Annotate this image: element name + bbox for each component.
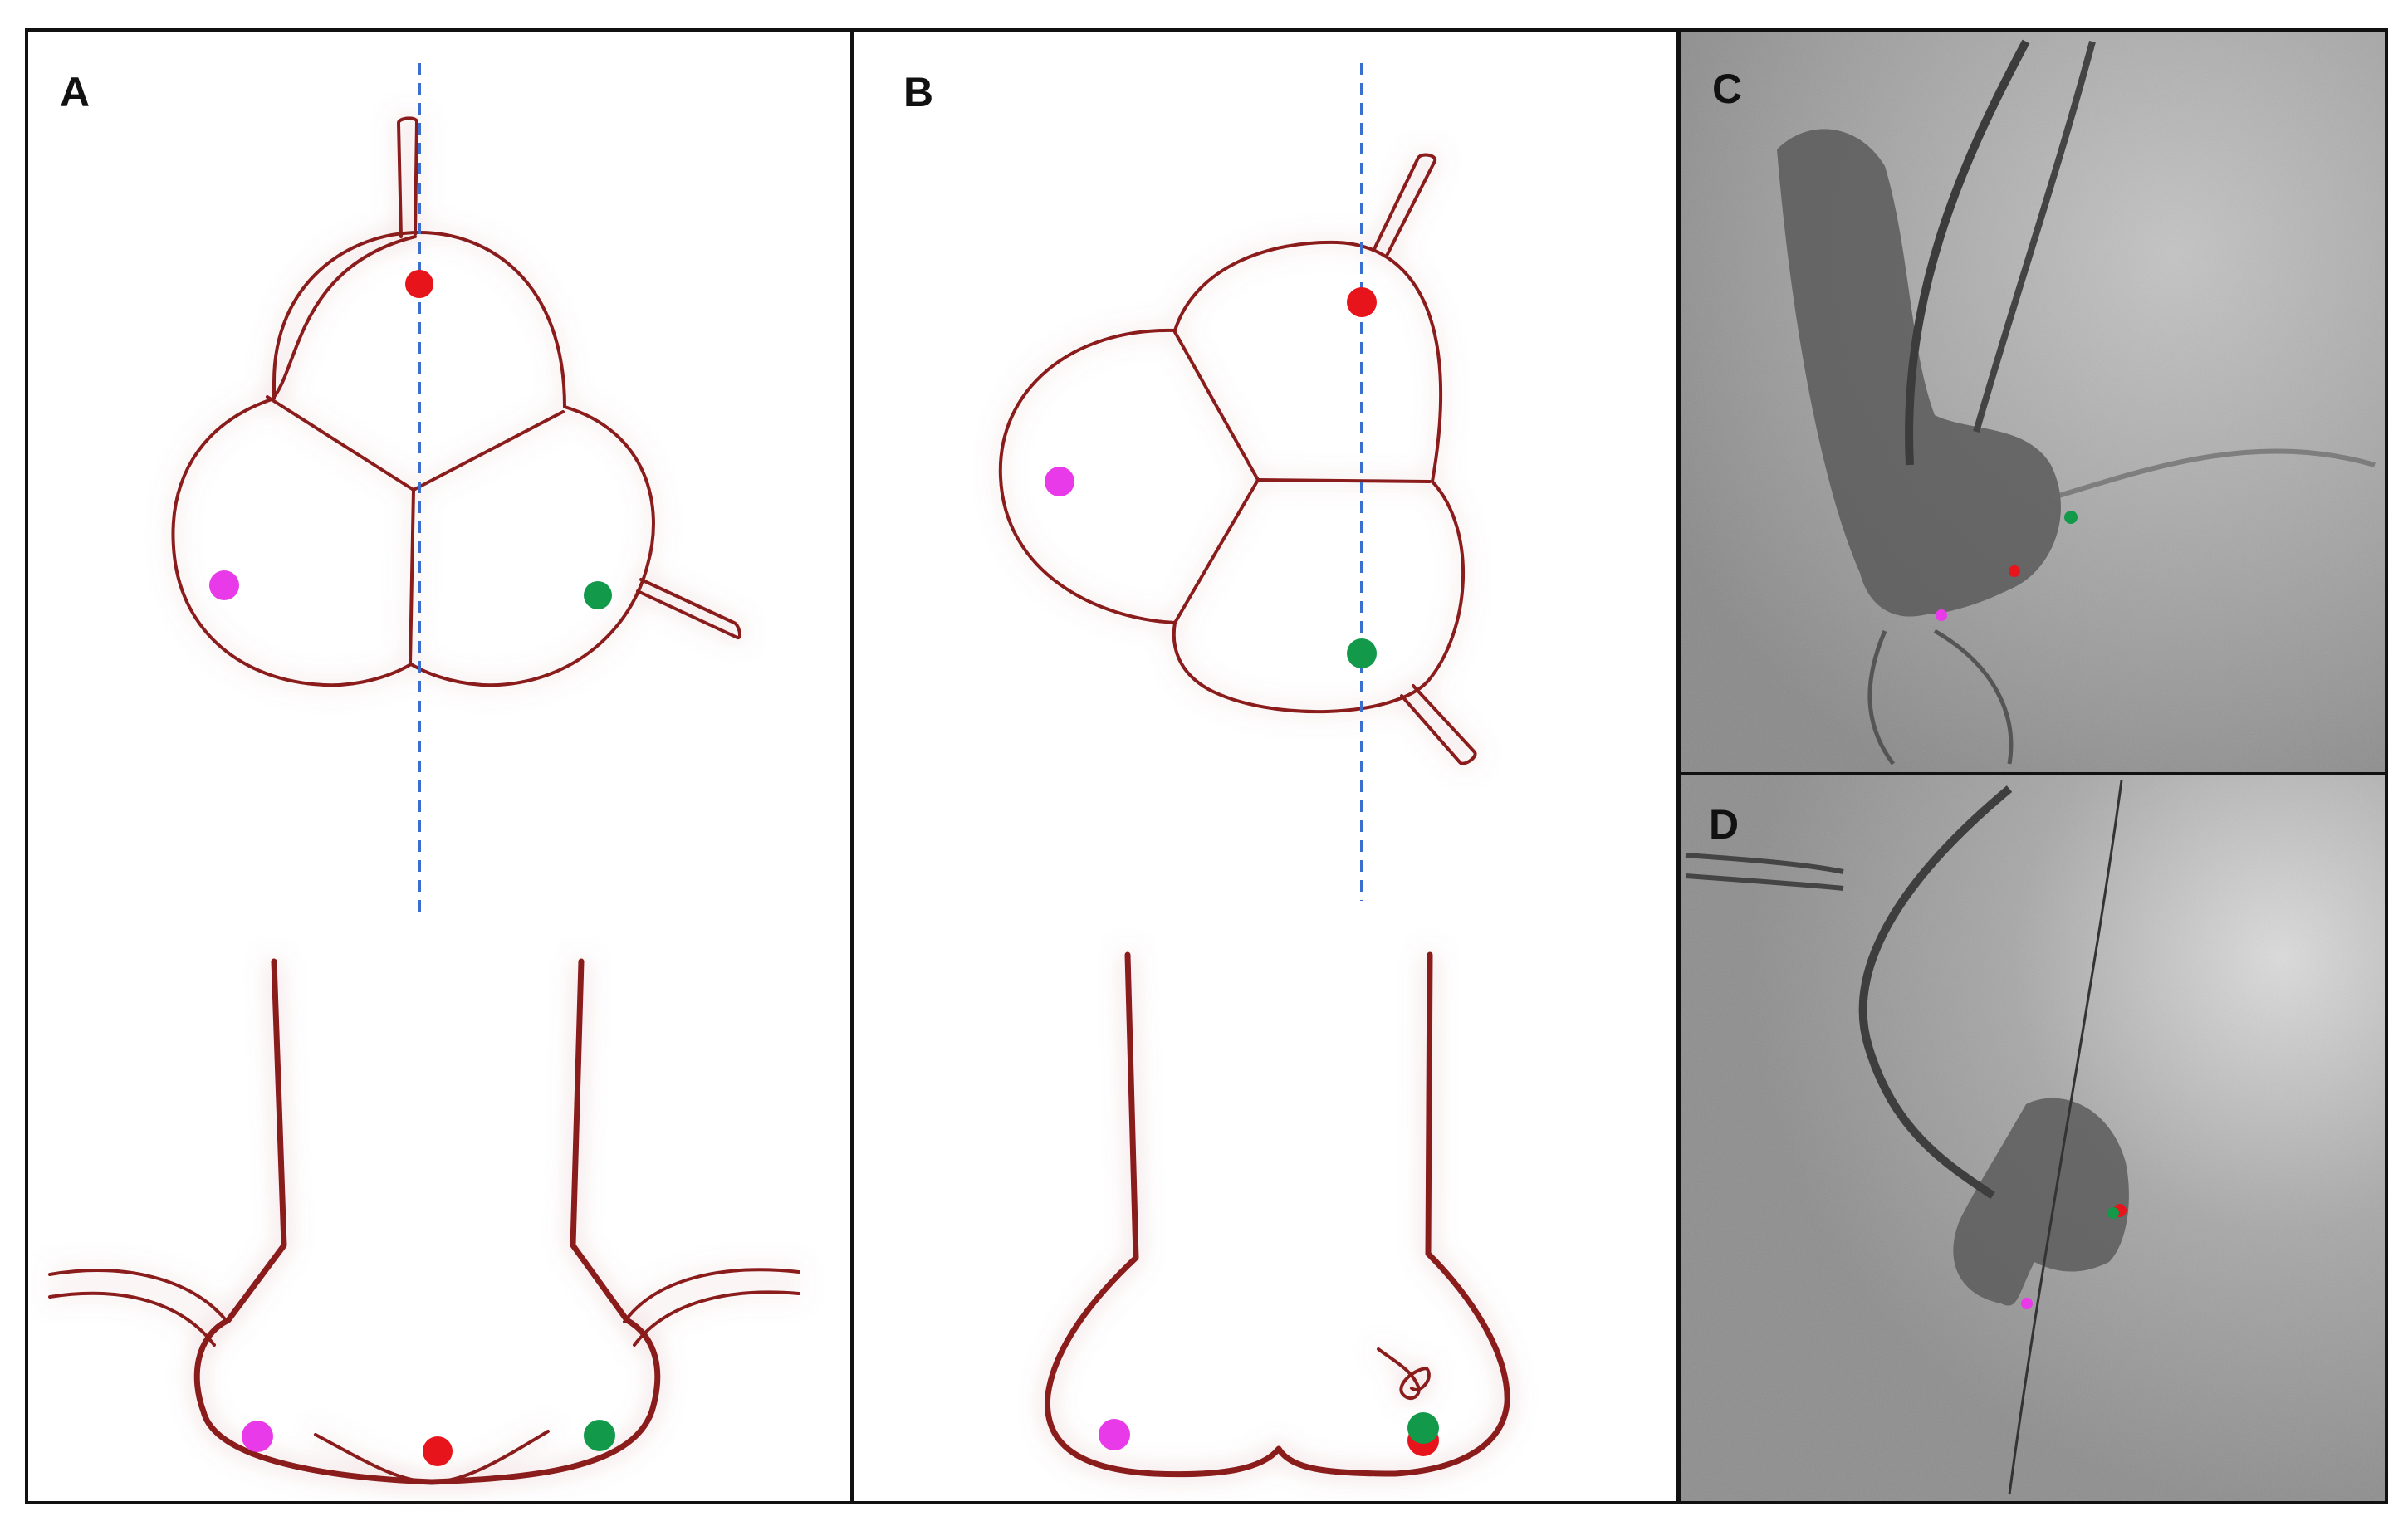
panel-a-left-coronary-branch	[48, 1269, 228, 1347]
panel-a-valve-outline	[171, 231, 655, 687]
panel-c-catheter-2	[1973, 40, 2096, 433]
panel-d-catheter	[1858, 785, 2013, 1200]
panel-b-commissure-right	[1256, 478, 1432, 483]
panel-a-valve-top-view	[171, 116, 741, 687]
panel-d-label: D	[1709, 801, 1739, 848]
panel-c-marker-green	[2064, 511, 2078, 524]
panel-b-commissure-lower	[1173, 478, 1260, 624]
panel-a-side-marker-red	[423, 1436, 453, 1466]
panel-a-side-marker-magenta	[242, 1421, 273, 1452]
panel-b-marker-red	[1347, 287, 1377, 317]
panel-a-marker-green	[584, 581, 612, 609]
panel-c-marker-magenta	[1936, 609, 1947, 621]
panel-b-marker-magenta	[1045, 467, 1074, 496]
panel-c-lower-loop	[1867, 628, 2014, 765]
panel-c-catheter-1	[1905, 39, 2030, 466]
panel-a-frame	[25, 28, 854, 1504]
panel-d: D	[1677, 772, 2388, 1504]
panel-b-side-marker-magenta	[1099, 1419, 1130, 1450]
panel-b-label: B	[903, 69, 933, 115]
panel-d-frame	[1677, 772, 2388, 1504]
panel-a-cusp-arc	[314, 1430, 550, 1484]
panel-c-aortic-root-shadow	[1777, 129, 2061, 617]
panel-a-label: A	[60, 69, 90, 115]
panel-d-left-device	[1685, 853, 1844, 891]
panel-b: B	[850, 28, 1679, 1504]
panel-b-root-outline	[1044, 951, 1510, 1478]
panel-c: C	[1677, 28, 2388, 775]
panel-d-aortic-root-shadow	[1953, 1098, 2129, 1306]
panel-a-root-outline	[193, 958, 661, 1485]
panel-b-marker-green	[1347, 638, 1377, 668]
panel-d-marker-green	[2107, 1207, 2119, 1219]
panel-b-coronary-bottom	[1400, 684, 1477, 765]
panel-c-label: C	[1712, 66, 1742, 112]
panel-b-side-marker-green	[1407, 1412, 1439, 1444]
panel-c-marker-red	[2009, 565, 2020, 577]
panel-b-valve-outline	[998, 240, 1466, 714]
panel-a-commissure-right	[412, 410, 565, 492]
panel-a-coronary-right	[636, 578, 741, 640]
panel-b-coronary-ostium	[1377, 1347, 1431, 1401]
panel-b-valve-top-view	[998, 153, 1477, 765]
panel-a-commissure-bottom	[409, 488, 415, 666]
panel-a-coronary-top	[397, 116, 418, 238]
panel-b-valve-side-view	[1044, 951, 1510, 1478]
panel-a-top-cusp-line	[272, 235, 417, 399]
panel-b-commissure-upper	[1173, 330, 1260, 482]
panel-b-coronary-top	[1373, 153, 1437, 257]
panel-a-marker-red	[405, 270, 433, 298]
panel-a: A	[25, 28, 854, 1504]
panel-d-guidewire	[2008, 780, 2123, 1495]
panel-c-vessel-branch	[2050, 448, 2376, 501]
panel-a-commissure-left	[266, 395, 415, 492]
panel-a-valve-side-view	[48, 958, 800, 1485]
panel-a-right-coronary-branch	[623, 1268, 800, 1347]
panel-a-side-marker-green	[584, 1420, 615, 1451]
panel-a-marker-magenta	[209, 570, 239, 600]
panel-d-marker-magenta	[2021, 1298, 2033, 1309]
